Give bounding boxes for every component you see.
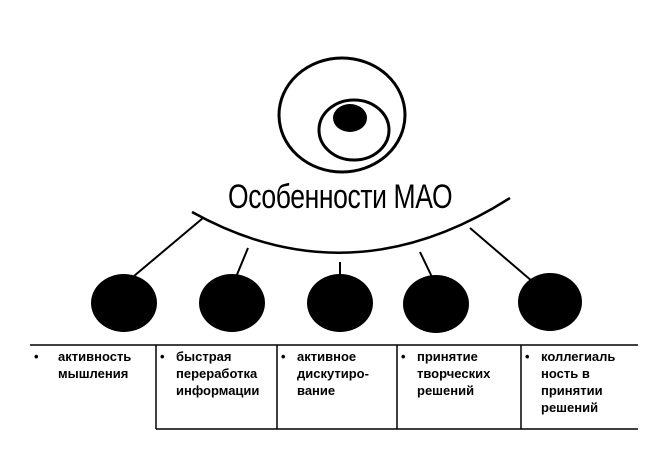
outer-circle	[277, 56, 407, 174]
connector-4	[419, 251, 433, 278]
feature-text: быстрая переработка информации	[176, 349, 260, 398]
feature-cell-3: • активное дискутиро- вание	[277, 346, 397, 430]
connector-5	[469, 227, 534, 283]
node-3	[307, 274, 373, 332]
bullet-icon: •	[525, 349, 530, 364]
nodes	[91, 273, 582, 333]
bullet-icon: •	[34, 349, 39, 364]
feature-cell-4: • принятие творческих решений	[397, 346, 521, 430]
connector-1	[133, 217, 204, 277]
main-arc	[191, 196, 511, 254]
connectors	[133, 217, 534, 283]
eye-emblem-icon	[277, 56, 407, 174]
node-5	[518, 273, 582, 331]
node-4	[403, 275, 469, 333]
bullet-icon: •	[401, 349, 406, 364]
bullet-icon: •	[160, 349, 165, 364]
inner-circle	[317, 98, 391, 162]
connector-2	[235, 247, 249, 278]
feature-cell-1: • активность мышления	[30, 346, 156, 430]
node-1	[91, 274, 157, 332]
feature-text: активность мышления	[58, 349, 132, 381]
node-2	[199, 274, 265, 332]
feature-text: активное дискутиро- вание	[297, 349, 369, 398]
diagram-title: Особенности МАО	[228, 178, 453, 216]
feature-cell-5: • коллегиаль ность в принятии решений	[521, 346, 638, 430]
feature-text: принятие творческих решений	[417, 349, 491, 398]
feature-cell-2: • быстрая переработка информации	[156, 346, 277, 430]
feature-text: коллегиаль ность в принятии решений	[541, 349, 616, 415]
table-frame	[30, 344, 638, 430]
bullet-icon: •	[281, 349, 286, 364]
pupil	[333, 104, 367, 132]
